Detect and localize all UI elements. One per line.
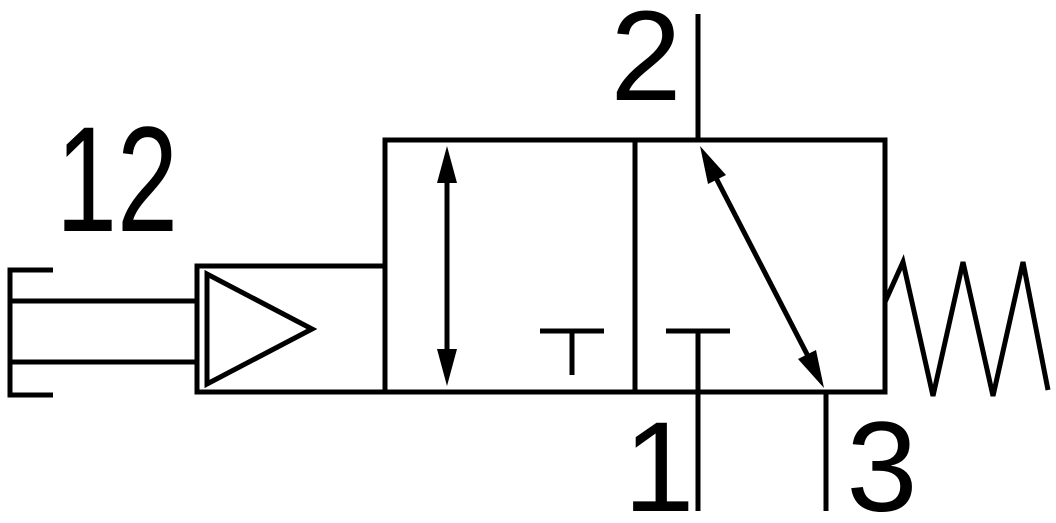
valve-position-box-left — [382, 137, 638, 395]
pneumatic-pilot-triangle-icon — [204, 269, 318, 389]
spring-icon — [882, 254, 1051, 397]
pilot-line-connector — [7, 267, 197, 398]
vertical-arrow-head-bottom — [437, 349, 457, 386]
diagonal-arrow-head-bottom — [798, 350, 824, 388]
port-1-label: 1 — [623, 396, 694, 523]
diagonal-arrow-head-top — [700, 146, 726, 184]
pilot-actuator — [194, 263, 388, 395]
diagonal-arrow-shaft — [711, 172, 813, 362]
blocked-port-tee-right-icon — [666, 328, 730, 392]
pilot-port-label: 12 — [56, 95, 178, 263]
vertical-arrow-head-top — [437, 146, 457, 183]
pilot-connector-cap — [7, 267, 53, 398]
port-2-label: 2 — [610, 0, 681, 128]
flow-path-double-arrow-diagonal-icon — [700, 146, 824, 388]
flow-path-double-arrow-vertical-icon — [437, 146, 457, 386]
valve-position-box-right — [632, 137, 888, 395]
blocked-port-tee-left-icon — [540, 328, 604, 375]
port-3-label: 3 — [846, 396, 917, 523]
